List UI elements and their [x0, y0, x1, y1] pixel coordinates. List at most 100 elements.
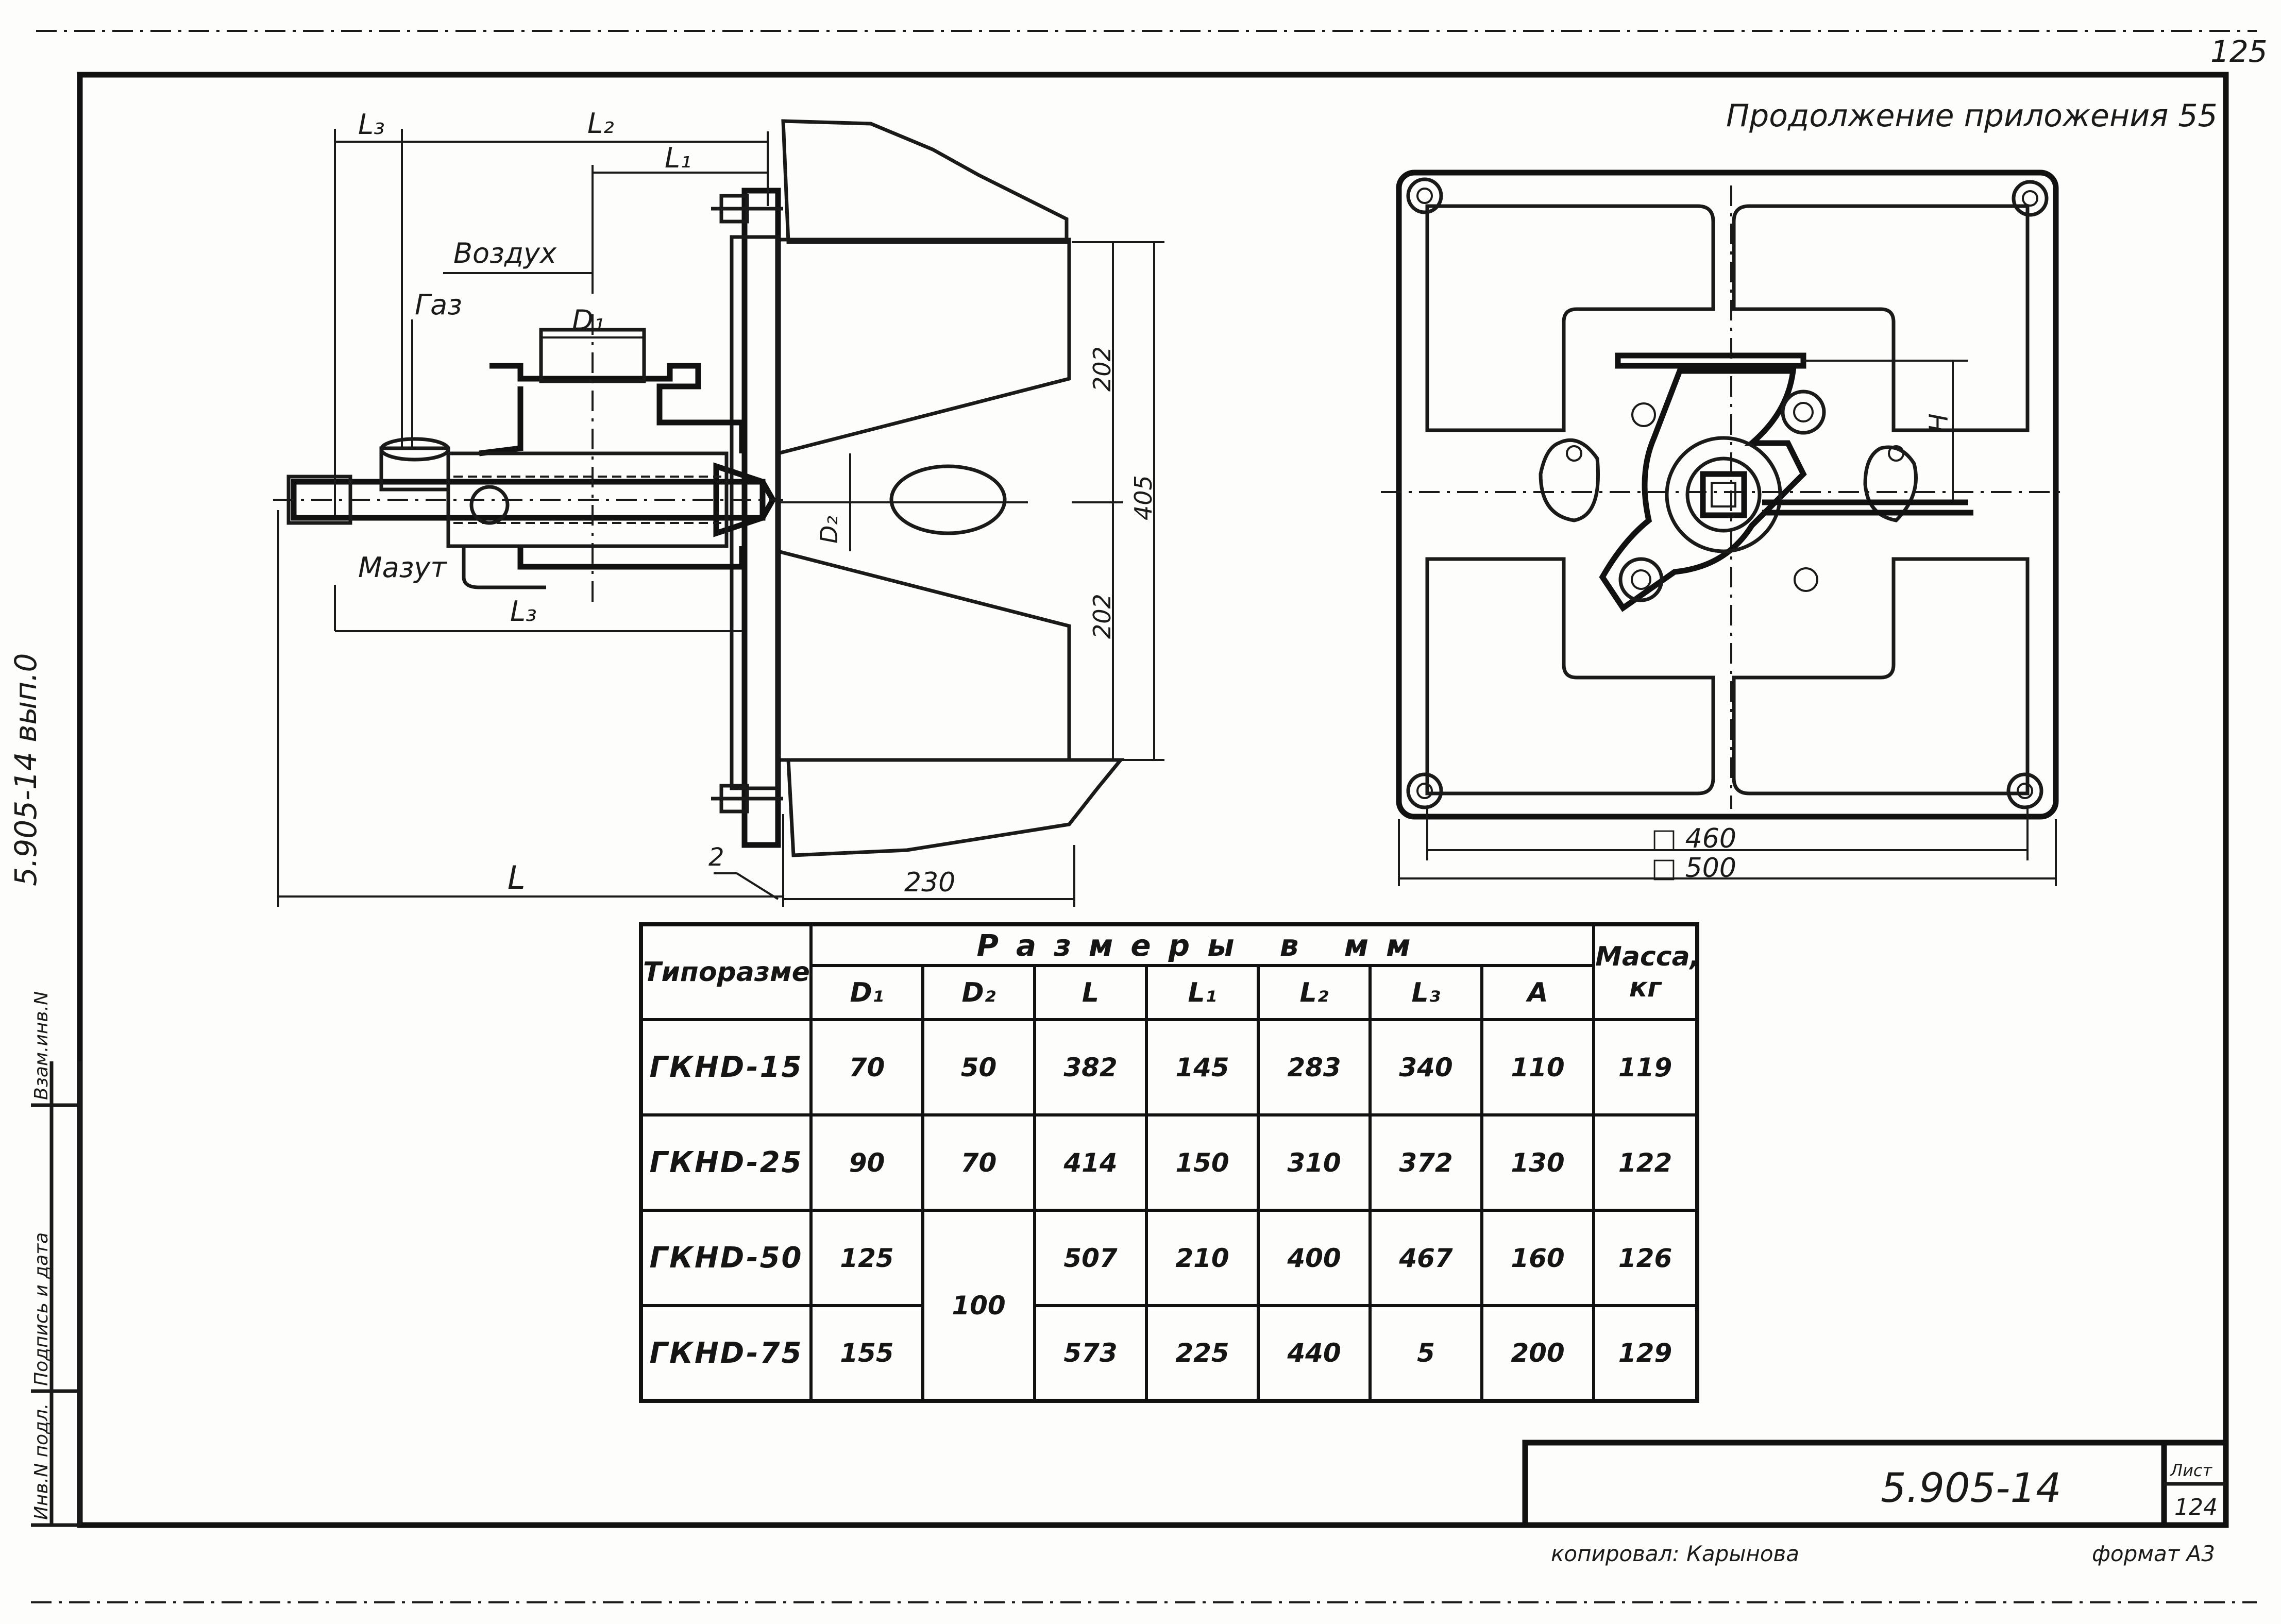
wall-bottom [786, 758, 1125, 857]
header-mass: Масса, кг [1592, 923, 1699, 1021]
cell-l2: 400 [1257, 1209, 1372, 1307]
label-L: L [508, 859, 526, 896]
cell-d2: 50 [921, 1018, 1036, 1116]
label-H: H [1924, 413, 1954, 433]
table-header-row: Типоразмер Размеры в мм Масса, кг [639, 923, 1699, 1021]
label-fuel-oil: Мазут [358, 551, 447, 584]
cell-d1: 90 [809, 1113, 924, 1212]
label-two: 2 [708, 843, 724, 872]
sheet-frame [31, 30, 2257, 1603]
wall-top [781, 119, 1069, 244]
cell-mass: 119 [1592, 1018, 1699, 1116]
label-dim-202-top: 202 [1088, 346, 1116, 392]
list-number: 124 [2174, 1494, 2218, 1520]
cell-l1: 225 [1145, 1304, 1260, 1402]
bolt-bottom [711, 784, 783, 814]
table-row: ГКНD-75 155 573 225 440 5 200 129 [639, 1304, 1699, 1402]
label-gas: Газ [415, 289, 462, 321]
refractory-upper [776, 238, 1071, 456]
table-subheader-row: D₁ D₂ L L₁ L₂ L₃ A [641, 964, 1697, 1021]
header-d2: D₂ [921, 964, 1036, 1021]
cell-model: ГКНD-15 [639, 1018, 813, 1116]
teardrop-port-left [1539, 438, 1600, 522]
spec-table: Типоразмер Размеры в мм Масса, кг D₁ D₂ … [639, 922, 1700, 1403]
label-dim-460: □ 460 [1651, 823, 1736, 854]
sheet-format: формат А3 [2092, 1541, 2215, 1566]
label-dim-202-bottom: 202 [1088, 594, 1116, 639]
central-housing [1599, 368, 1807, 612]
cell-l: 382 [1033, 1018, 1148, 1116]
cell-mass: 122 [1592, 1113, 1699, 1212]
header-a: A [1480, 964, 1596, 1021]
cell-l: 414 [1033, 1113, 1148, 1212]
list-label: Лист [2170, 1461, 2212, 1480]
table-row: ГКНD-25 90 70 414 150 310 372 130 122 [639, 1113, 1699, 1212]
cell-l2: 283 [1257, 1018, 1372, 1116]
label-L2: L₂ [587, 107, 614, 140]
bolt-top [711, 194, 783, 224]
cell-d1: 155 [809, 1304, 924, 1402]
rib-bottom-right [1732, 557, 2030, 796]
header-l: L [1033, 964, 1148, 1021]
cell-a: 110 [1480, 1018, 1596, 1116]
header-model: Типоразмер [639, 923, 813, 1021]
page-number: 125 [2210, 34, 2268, 69]
label-L3-top: L₃ [358, 108, 385, 141]
left-dimensions [277, 129, 1164, 907]
rib-top-left [1425, 204, 1715, 432]
cell-a: 160 [1480, 1209, 1596, 1307]
rib-bottom-left [1425, 557, 1715, 796]
cell-model: ГКНD-50 [639, 1209, 813, 1307]
gas-inlet [379, 446, 450, 492]
header-dims: Размеры в мм [809, 923, 1596, 967]
header-l1: L₁ [1145, 964, 1260, 1021]
cell-l1: 210 [1145, 1209, 1260, 1307]
cell-mass: 129 [1592, 1304, 1699, 1402]
side-stamp: 5.905-14 вып.0 [8, 653, 43, 886]
cell-l3: 467 [1368, 1209, 1483, 1307]
cell-d1: 125 [809, 1209, 924, 1307]
table-row: ГКНD-15 70 50 382 145 283 340 110 119 [639, 1018, 1699, 1116]
title-block [1522, 1440, 2229, 1528]
cell-l: 573 [1033, 1304, 1148, 1402]
cell-model: ГКНD-25 [639, 1113, 813, 1212]
front-plate [1396, 170, 2059, 820]
label-air: Воздух [453, 237, 557, 269]
copied-by: копировал: Карынова [1551, 1541, 1799, 1566]
central-ring [1665, 436, 1782, 553]
rib-top-right [1732, 204, 2030, 432]
label-D2: D₂ [815, 516, 843, 544]
cell-d2-merged: 100 [921, 1209, 1036, 1402]
cell-l1: 145 [1145, 1018, 1260, 1116]
cell-l: 507 [1033, 1209, 1148, 1307]
header-l3: L₃ [1368, 964, 1483, 1021]
cell-model: ГКНD-75 [639, 1304, 813, 1402]
cell-l1: 150 [1145, 1113, 1260, 1212]
cell-l2: 440 [1257, 1304, 1372, 1402]
side-column-signature: Подпись и дата [31, 1232, 52, 1386]
side-column-inventory: Инв.N подл. [31, 1403, 52, 1520]
doc-code: 5.905-14 [1881, 1465, 2062, 1512]
cell-l3: 372 [1368, 1113, 1483, 1212]
header-l2: L₂ [1257, 964, 1372, 1021]
air-chamber [489, 363, 745, 453]
cavity-opening [889, 464, 1007, 535]
cell-d2: 70 [921, 1113, 1036, 1212]
cell-d1: 70 [809, 1018, 924, 1116]
label-dim-230: 230 [904, 867, 955, 898]
header-d1: D₁ [809, 964, 924, 1021]
side-column-replace: Взам.инв.N [31, 991, 52, 1100]
teardrop-port-right [1863, 445, 1918, 522]
label-L1: L₁ [665, 142, 691, 174]
cell-l3: 340 [1368, 1018, 1483, 1116]
cell-l2: 310 [1257, 1113, 1372, 1212]
sheet-subtitle: Продолжение приложения 55 [1726, 98, 2218, 134]
label-dim-405: 405 [1129, 475, 1157, 520]
burner-front-view [1381, 170, 2061, 886]
label-dim-500: □ 500 [1651, 853, 1736, 884]
label-L3-bottom: L₃ [510, 595, 537, 628]
cell-mass: 126 [1592, 1209, 1699, 1307]
table-row: ГКНD-50 125 100 507 210 400 467 160 126 [639, 1209, 1699, 1402]
